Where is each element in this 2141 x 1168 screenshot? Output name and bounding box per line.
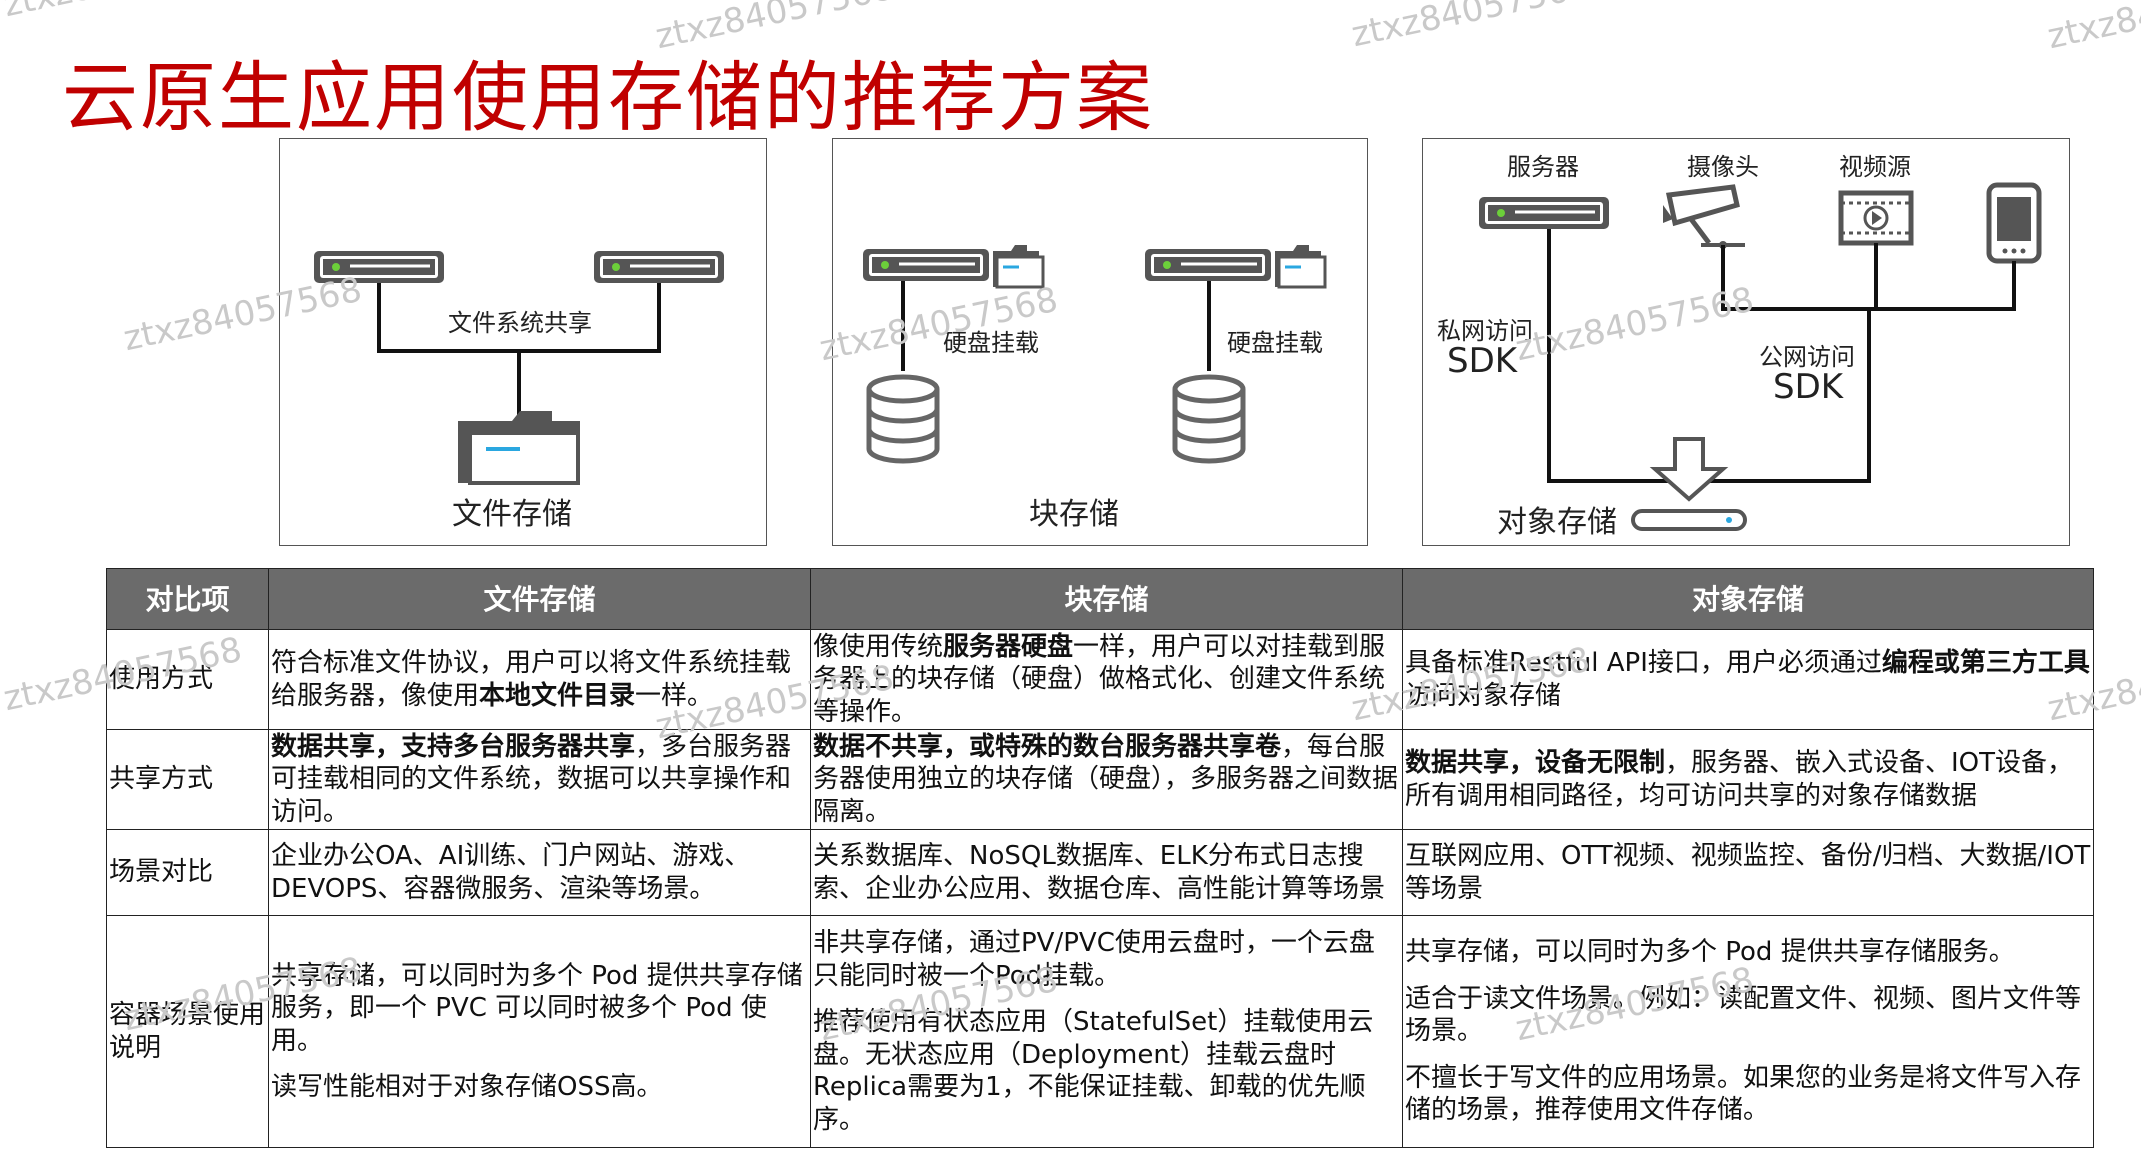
row-label: 共享方式 <box>106 729 269 830</box>
block-storage-caption: 块存储 <box>1029 497 1119 532</box>
video-source-label: 视频源 <box>1839 153 1911 181</box>
server-icon <box>1145 249 1271 281</box>
disk-icon <box>866 374 940 464</box>
folder-icon <box>1275 245 1327 289</box>
private-access-label: 私网访问 <box>1437 317 1533 345</box>
column-header: 文件存储 <box>268 568 811 630</box>
file-share-label: 文件系统共享 <box>448 309 592 337</box>
object-storage-icon <box>1631 509 1747 531</box>
object-storage-diagram: 服务器 摄像头 视频源 私网访问 SDK 公网访问 SDK 对象存储 <box>1422 138 2070 546</box>
down-arrow-icon <box>1649 437 1729 502</box>
file-storage-diagram: 文件系统共享 文件存储 <box>279 138 767 546</box>
row-label: 容器场景使用说明 <box>106 915 269 1148</box>
table-row: 使用方式 符合标准文件协议，用户可以将文件系统挂载给服务器，像使用本地文件目录一… <box>106 629 2094 730</box>
column-header: 对象存储 <box>1402 568 2094 630</box>
table-cell: 共享存储，可以同时为多个 Pod 提供共享存储服务，即一个 PVC 可以同时被多… <box>268 915 811 1148</box>
table-cell: 具备标准Restful API接口，用户必须通过编程或第三方工具访问对象存储 <box>1402 629 2094 730</box>
table-cell: 数据共享，支持多台服务器共享，多台服务器可挂载相同的文件系统，数据可以共享操作和… <box>268 729 811 830</box>
file-storage-caption: 文件存储 <box>452 497 572 532</box>
page-title: 云原生应用使用存储的推荐方案 <box>62 53 1154 142</box>
camera-label: 摄像头 <box>1687 153 1759 181</box>
public-access-label: 公网访问 <box>1759 343 1855 371</box>
server-label: 服务器 <box>1507 153 1579 181</box>
row-label: 使用方式 <box>106 629 269 730</box>
row-label: 场景对比 <box>106 829 269 916</box>
public-sdk-label: SDK <box>1773 367 1844 407</box>
folder-icon <box>993 245 1045 289</box>
table-cell: 互联网应用、OTT视频、视频监控、备份/归档、大数据/IOT等场景 <box>1402 829 2094 916</box>
server-icon <box>1479 197 1609 229</box>
table-row: 共享方式 数据共享，支持多台服务器共享，多台服务器可挂载相同的文件系统，数据可以… <box>106 729 2094 830</box>
table-header-row: 对比项 文件存储 块存储 对象存储 <box>106 568 2094 630</box>
object-storage-caption: 对象存储 <box>1497 505 1617 540</box>
camera-icon <box>1663 184 1745 249</box>
block-mount-label: 硬盘挂载 <box>1227 329 1323 357</box>
folder-icon <box>458 411 580 485</box>
server-icon <box>594 251 724 283</box>
server-icon <box>314 251 444 283</box>
table-row: 场景对比 企业办公OA、AI训练、门户网站、游戏、DEVOPS、容器微服务、渲染… <box>106 829 2094 916</box>
column-header: 块存储 <box>810 568 1403 630</box>
table-cell: 非共享存储，通过PV/PVC使用云盘时，一个云盘只能同时被一个Pod挂载。 推荐… <box>810 915 1403 1148</box>
table-row: 容器场景使用说明 共享存储，可以同时为多个 Pod 提供共享存储服务，即一个 P… <box>106 915 2094 1148</box>
column-header: 对比项 <box>106 568 269 630</box>
watermark: ztxz84057568 <box>2044 0 2141 58</box>
block-mount-label: 硬盘挂载 <box>943 329 1039 357</box>
table-cell: 像使用传统服务器硬盘一样，用户可以对挂载到服务器上的块存储（硬盘）做格式化、创建… <box>810 629 1403 730</box>
watermark: ztxz84057568 <box>0 0 245 25</box>
block-storage-diagram: 硬盘挂载 硬盘挂载 块存储 <box>832 138 1368 546</box>
table-cell: 数据共享，设备无限制，服务器、嵌入式设备、IOT设备，所有调用相同路径，均可访问… <box>1402 729 2094 830</box>
table-cell: 关系数据库、NoSQL数据库、ELK分布式日志搜索、企业办公应用、数据仓库、高性… <box>810 829 1403 916</box>
table-cell: 企业办公OA、AI训练、门户网站、游戏、DEVOPS、容器微服务、渲染等场景。 <box>268 829 811 916</box>
comparison-table: 对比项 文件存储 块存储 对象存储 使用方式 符合标准文件协议，用户可以将文件系… <box>106 568 2094 1148</box>
disk-icon <box>1172 374 1246 464</box>
table-cell: 数据不共享，或特殊的数台服务器共享卷，每台服务器使用独立的块存储（硬盘），多服务… <box>810 729 1403 830</box>
mobile-phone-icon <box>1986 182 2042 264</box>
watermark: ztxz84057568 <box>1348 0 1594 56</box>
table-cell: 共享存储，可以同时为多个 Pod 提供共享存储服务。 适合于读文件场景。例如：读… <box>1402 915 2094 1148</box>
private-sdk-label: SDK <box>1447 341 1518 381</box>
video-source-icon <box>1838 190 1914 246</box>
server-icon <box>863 249 989 281</box>
table-cell: 符合标准文件协议，用户可以将文件系统挂载给服务器，像使用本地文件目录一样。 <box>268 629 811 730</box>
